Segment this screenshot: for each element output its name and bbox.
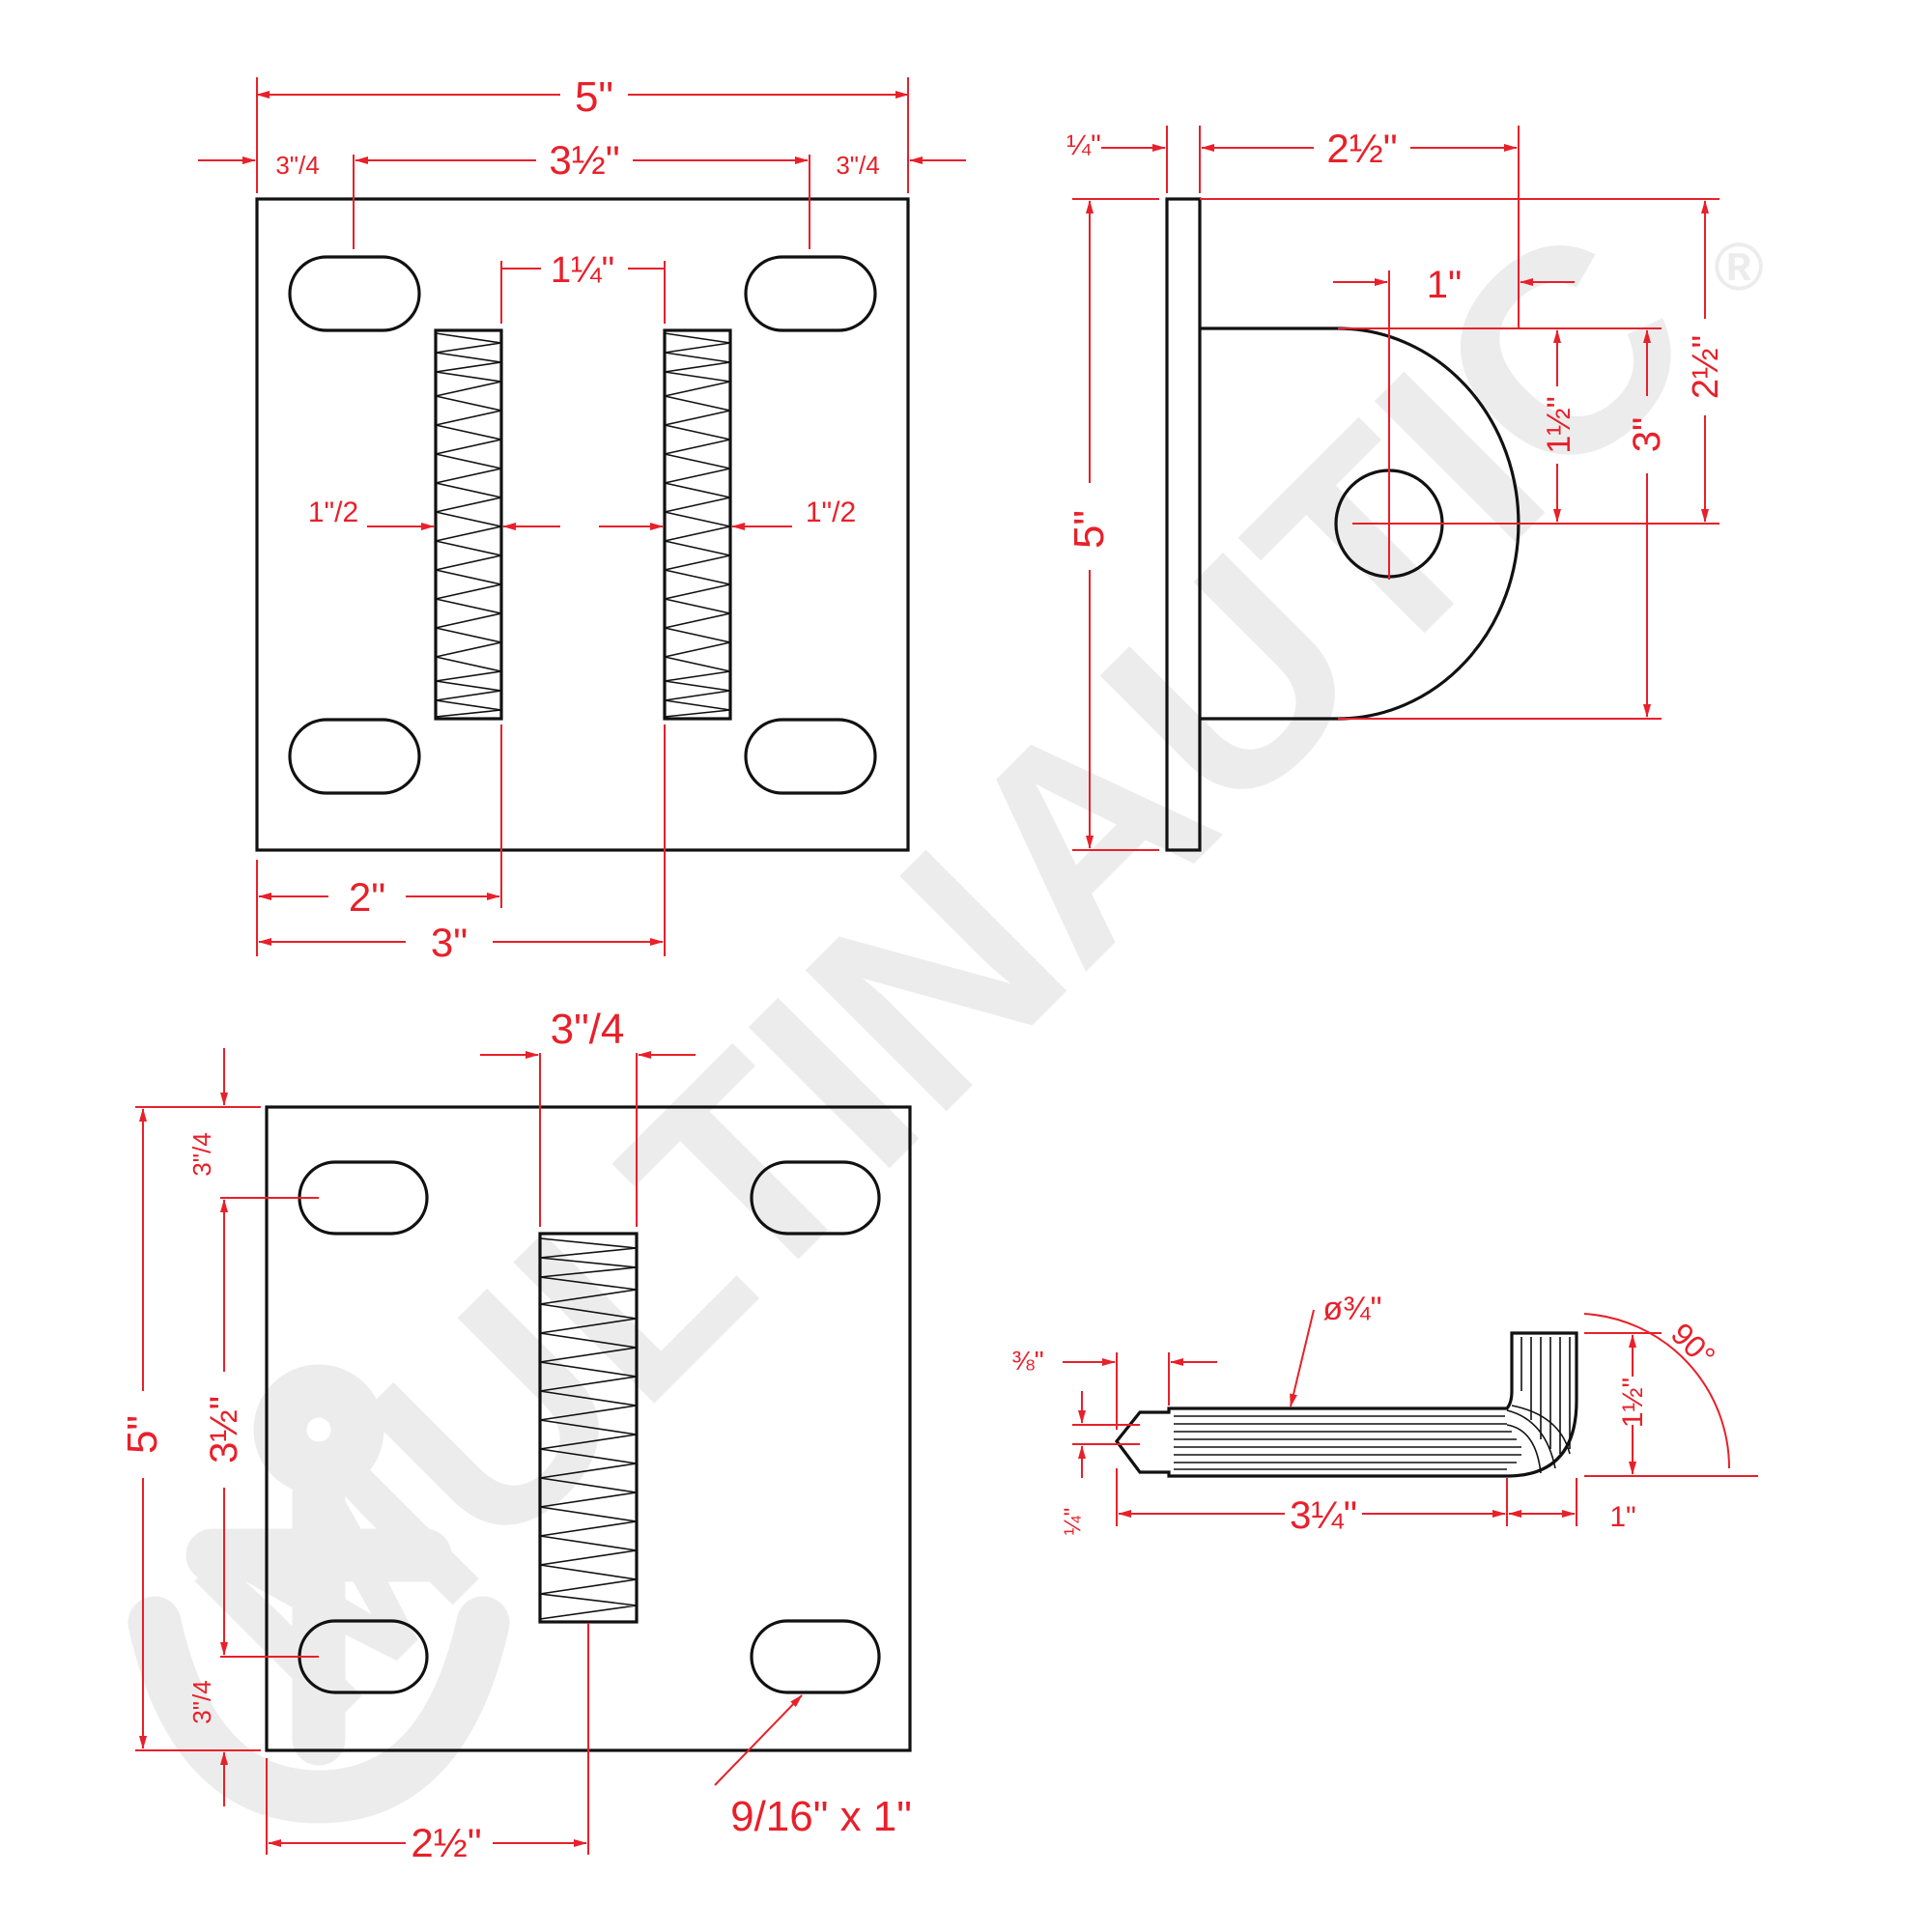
weld-right — [663, 328, 732, 721]
dim-top-to-hole: 2½" — [1686, 335, 1726, 399]
dim-to-left-weld: 2" — [349, 874, 385, 920]
dim-edge-right: 3"/4 — [836, 151, 879, 180]
pin-knurl — [1174, 1337, 1571, 1474]
watermark: MULTINAUTIC ® — [128, 165, 1764, 1824]
weld-left — [434, 328, 503, 721]
dim-overall-height: 5" — [119, 1415, 166, 1454]
dim-overall-width: 5" — [575, 73, 613, 121]
dim-weld-gap: 1¼" — [551, 250, 614, 291]
dim-to-weld-center: 2½" — [411, 1820, 481, 1865]
pin-view: ø¾" 90° ⅜" ¼" 1½" 3¼" 1" — [1011, 1291, 1758, 1537]
dim-weld-width: 3"/4 — [551, 1006, 625, 1053]
slot-bl-bottom-right — [750, 1619, 881, 1694]
dim-weld-right-width: 1"/2 — [806, 497, 856, 528]
dim-bend-angle: 90° — [1664, 1316, 1722, 1374]
weld-center — [538, 1232, 639, 1624]
dim-bend-height: 1½" — [1617, 1378, 1649, 1428]
dim-pin-diameter: ø¾" — [1322, 1291, 1381, 1327]
dim-tip-length: ⅜" — [1011, 1346, 1043, 1376]
dim-plate-height: 5" — [1065, 510, 1113, 549]
slot-bottom-right — [744, 718, 877, 795]
dim-top-edge: 3"/4 — [187, 1132, 216, 1176]
dim-plate-thickness: ¼" — [1066, 129, 1101, 161]
bottom-plate-view: 3"/4 3"/4 3"/4 3½" 5" 2½" 9/16" x 1" — [119, 1006, 912, 1865]
dim-pin-length: 3¼" — [1290, 1494, 1357, 1537]
slot-top-right — [744, 255, 877, 332]
slot-top-left — [288, 255, 421, 332]
dim-hole-offset: 1" — [1427, 264, 1462, 306]
dim-projection: 2½" — [1326, 126, 1397, 171]
dim-slot-size: 9/16" x 1" — [730, 1793, 912, 1840]
top-plate-view: 5" 3"/4 3½" 3"/4 1¼" 1"/2 1"/2 2" 3" — [198, 73, 966, 965]
dim-weld-left-width: 1"/2 — [308, 497, 358, 528]
slot-bottom-left — [288, 718, 421, 795]
registered-symbol: ® — [1714, 229, 1764, 304]
dim-small: ¼" — [1060, 1508, 1086, 1536]
dim-hole-spacing: 3½" — [549, 137, 619, 183]
dim-bottom-edge: 3"/4 — [187, 1680, 216, 1723]
dim-bend-offset: 1" — [1609, 1501, 1635, 1533]
dim-tab-height: 3" — [1626, 417, 1668, 452]
anchor-icon — [128, 1364, 510, 1824]
slot-bl-top-right — [750, 1160, 881, 1236]
dim-hole-spacing-vertical: 3½" — [203, 1396, 245, 1463]
dim-to-right-weld: 3" — [431, 920, 468, 965]
side-view: ¼" 2½" 1" 5" 1½" 3" 2½" — [1065, 126, 1726, 852]
dim-edge-left: 3"/4 — [275, 151, 319, 180]
dim-hole-center-height: 1½" — [1541, 396, 1577, 453]
